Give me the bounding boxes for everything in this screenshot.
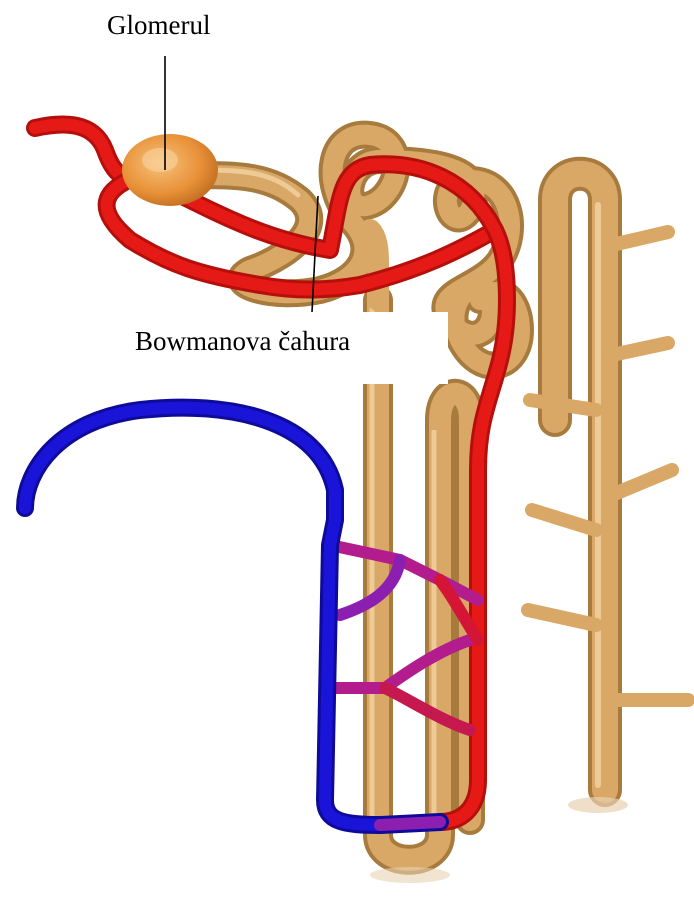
glomerul-label: Glomerul	[107, 12, 210, 39]
bowman-capsule-label: Bowmanova čahura	[135, 328, 350, 355]
glomerulus	[122, 134, 218, 206]
collecting-duct	[528, 174, 688, 813]
